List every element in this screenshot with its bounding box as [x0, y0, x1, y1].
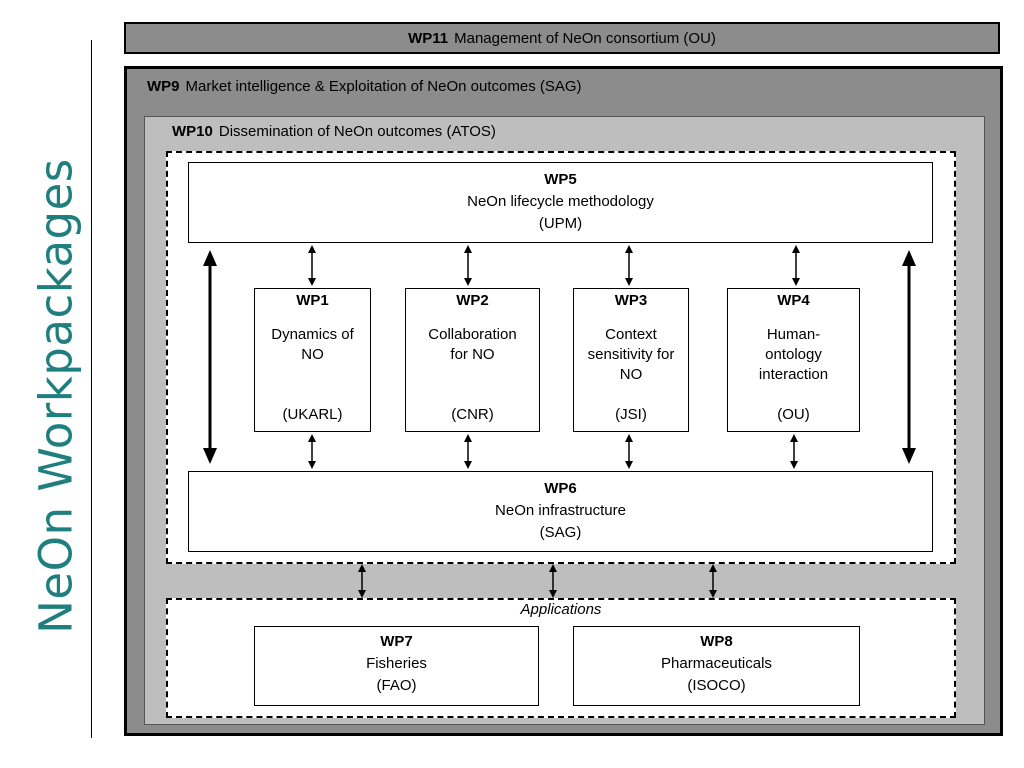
wp11-text: Management of NeOn consortium (OU)	[454, 30, 716, 47]
wp6-box: WP6 NeOn infrastructure (SAG)	[188, 471, 933, 552]
wp1-desc: Dynamics of NO	[271, 326, 354, 363]
wp10-text: Dissemination of NeOn outcomes (ATOS)	[218, 123, 496, 140]
side-title-text: NeOn Workpackages	[29, 158, 83, 634]
wp2-desc: Collaboration for NO	[428, 326, 517, 363]
wp7-box: WP7 Fisheries (FAO)	[254, 626, 539, 706]
wp2-code: WP2	[456, 292, 489, 309]
wp2-box: WP2 Collaboration for NO (CNR)	[405, 288, 540, 432]
wp9-text: Market intelligence & Exploitation of Ne…	[185, 78, 582, 95]
side-title: NeOn Workpackages	[26, 126, 86, 666]
wp3-org: (JSI)	[615, 406, 647, 423]
wp8-org: (ISOCO)	[687, 677, 746, 694]
wp7-desc: Fisheries	[366, 655, 427, 672]
wp2-org: (CNR)	[451, 406, 494, 423]
wp11-label: WP11 Management of NeOn consortium (OU)	[126, 30, 998, 47]
wp4-box: WP4 Human- ontology interaction (OU)	[727, 288, 860, 432]
wp5-org: (UPM)	[538, 215, 583, 232]
wp11-management-bar: WP11 Management of NeOn consortium (OU)	[124, 22, 1000, 54]
wp11-code: WP11	[408, 30, 449, 47]
wp9-label: WP9 Market intelligence & Exploitation of…	[147, 78, 582, 95]
wp4-org: (OU)	[777, 406, 810, 423]
wp5-desc: NeOn lifecycle methodology	[467, 193, 654, 210]
wp1-box: WP1 Dynamics of NO (UKARL)	[254, 288, 371, 432]
wp3-code: WP3	[614, 292, 648, 309]
wp5-code: WP5	[544, 171, 577, 188]
wp8-code: WP8	[700, 633, 733, 650]
wp5-box: WP5 NeOn lifecycle methodology (UPM)	[188, 162, 933, 243]
wp9-code: WP9	[147, 78, 180, 95]
wp10-label: WP10 Dissemination of NeOn outcomes (ATOS…	[172, 123, 496, 140]
wp1-code: WP1	[296, 292, 329, 309]
vertical-divider	[91, 40, 92, 738]
wp4-code: WP4	[777, 292, 810, 309]
applications-label: Applications	[520, 601, 602, 618]
wp6-org: (SAG)	[539, 524, 582, 541]
wp7-org: (FAO)	[376, 677, 417, 694]
wp8-desc: Pharmaceuticals	[661, 655, 772, 672]
wp8-box: WP8 Pharmaceuticals (ISOCO)	[573, 626, 860, 706]
wp10-code: WP10	[172, 123, 213, 140]
wp7-code: WP7	[380, 633, 413, 650]
wp1-org: (UKARL)	[282, 406, 343, 423]
wp3-box: WP3 Context sensitivity for NO (JSI)	[573, 288, 689, 432]
wp3-desc: Context sensitivity for NO	[587, 326, 675, 383]
wp6-desc: NeOn infrastructure	[495, 502, 626, 519]
wp6-code: WP6	[544, 480, 577, 497]
wp4-desc: Human- ontology interaction	[758, 326, 829, 383]
